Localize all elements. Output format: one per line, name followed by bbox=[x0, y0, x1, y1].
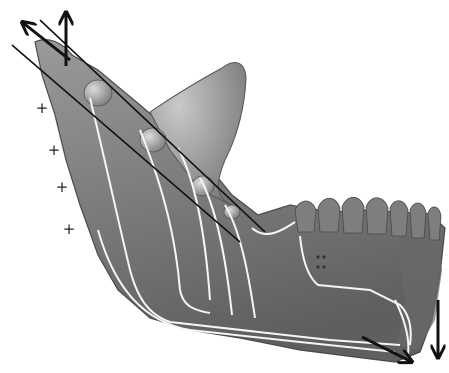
plus-mark: + bbox=[56, 178, 69, 196]
plus-mark: + bbox=[36, 99, 49, 117]
plus-mark: + bbox=[63, 220, 76, 238]
plus-mark: + bbox=[48, 141, 61, 159]
